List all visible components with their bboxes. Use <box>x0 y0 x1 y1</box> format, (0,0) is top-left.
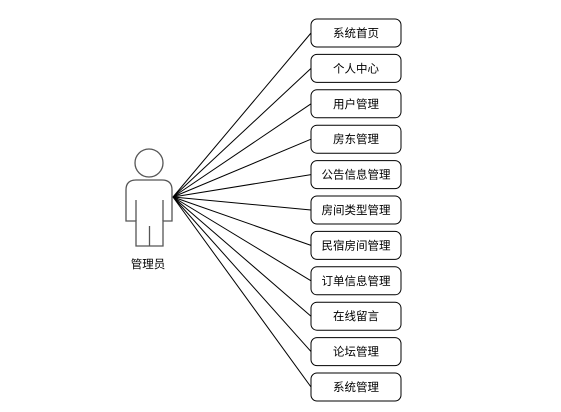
association-line <box>172 68 312 198</box>
use-case-label: 民宿房间管理 <box>322 238 391 252</box>
use-case-label: 个人中心 <box>333 61 379 75</box>
use-case-10: 论坛管理 <box>310 337 402 367</box>
use-case-label: 公告信息管理 <box>322 168 391 182</box>
use-case-box <box>310 195 402 225</box>
use-case-label: 论坛管理 <box>333 345 379 359</box>
use-case-label: 在线留言 <box>333 309 379 323</box>
association-line <box>172 196 312 317</box>
use-case-list: 系统首页个人中心用户管理房东管理公告信息管理房间类型管理民宿房间管理订单信息管理… <box>310 18 402 402</box>
use-case-label: 房东管理 <box>333 132 379 146</box>
use-case-box <box>310 230 402 260</box>
person-icon <box>125 148 173 247</box>
association-line <box>172 138 312 198</box>
use-case-label: 用户管理 <box>333 97 379 111</box>
use-case-box <box>310 53 402 83</box>
use-case-box <box>310 89 402 119</box>
use-case-9: 在线留言 <box>310 301 402 331</box>
use-case-4: 房东管理 <box>310 124 402 154</box>
use-case-box <box>310 337 402 367</box>
use-case-label: 订单信息管理 <box>322 274 391 288</box>
use-case-box <box>310 372 402 402</box>
use-case-box <box>310 160 402 190</box>
actor-label: 管理员 <box>131 257 166 271</box>
association-line <box>172 196 312 211</box>
association-line <box>172 196 312 246</box>
use-case-11: 系统管理 <box>310 372 402 402</box>
use-case-box <box>310 266 402 296</box>
association-line <box>172 196 312 352</box>
association-line <box>172 103 312 198</box>
use-case-box <box>310 301 402 331</box>
association-line <box>172 32 312 198</box>
use-case-2: 个人中心 <box>310 53 402 83</box>
association-line <box>172 196 312 388</box>
use-case-box <box>310 124 402 154</box>
association-line <box>172 174 312 198</box>
use-case-box <box>310 18 402 48</box>
use-case-7: 民宿房间管理 <box>310 230 402 260</box>
use-case-label: 房间类型管理 <box>322 203 391 217</box>
use-case-label: 系统管理 <box>333 380 379 394</box>
actor-administrator: 管理员 <box>125 148 173 271</box>
association-lines <box>172 32 312 388</box>
association-line <box>172 196 312 282</box>
use-case-8: 订单信息管理 <box>310 266 402 296</box>
use-case-5: 公告信息管理 <box>310 160 402 190</box>
use-case-1: 系统首页 <box>310 18 402 48</box>
use-case-3: 用户管理 <box>310 89 402 119</box>
use-case-6: 房间类型管理 <box>310 195 402 225</box>
use-case-label: 系统首页 <box>333 26 379 40</box>
